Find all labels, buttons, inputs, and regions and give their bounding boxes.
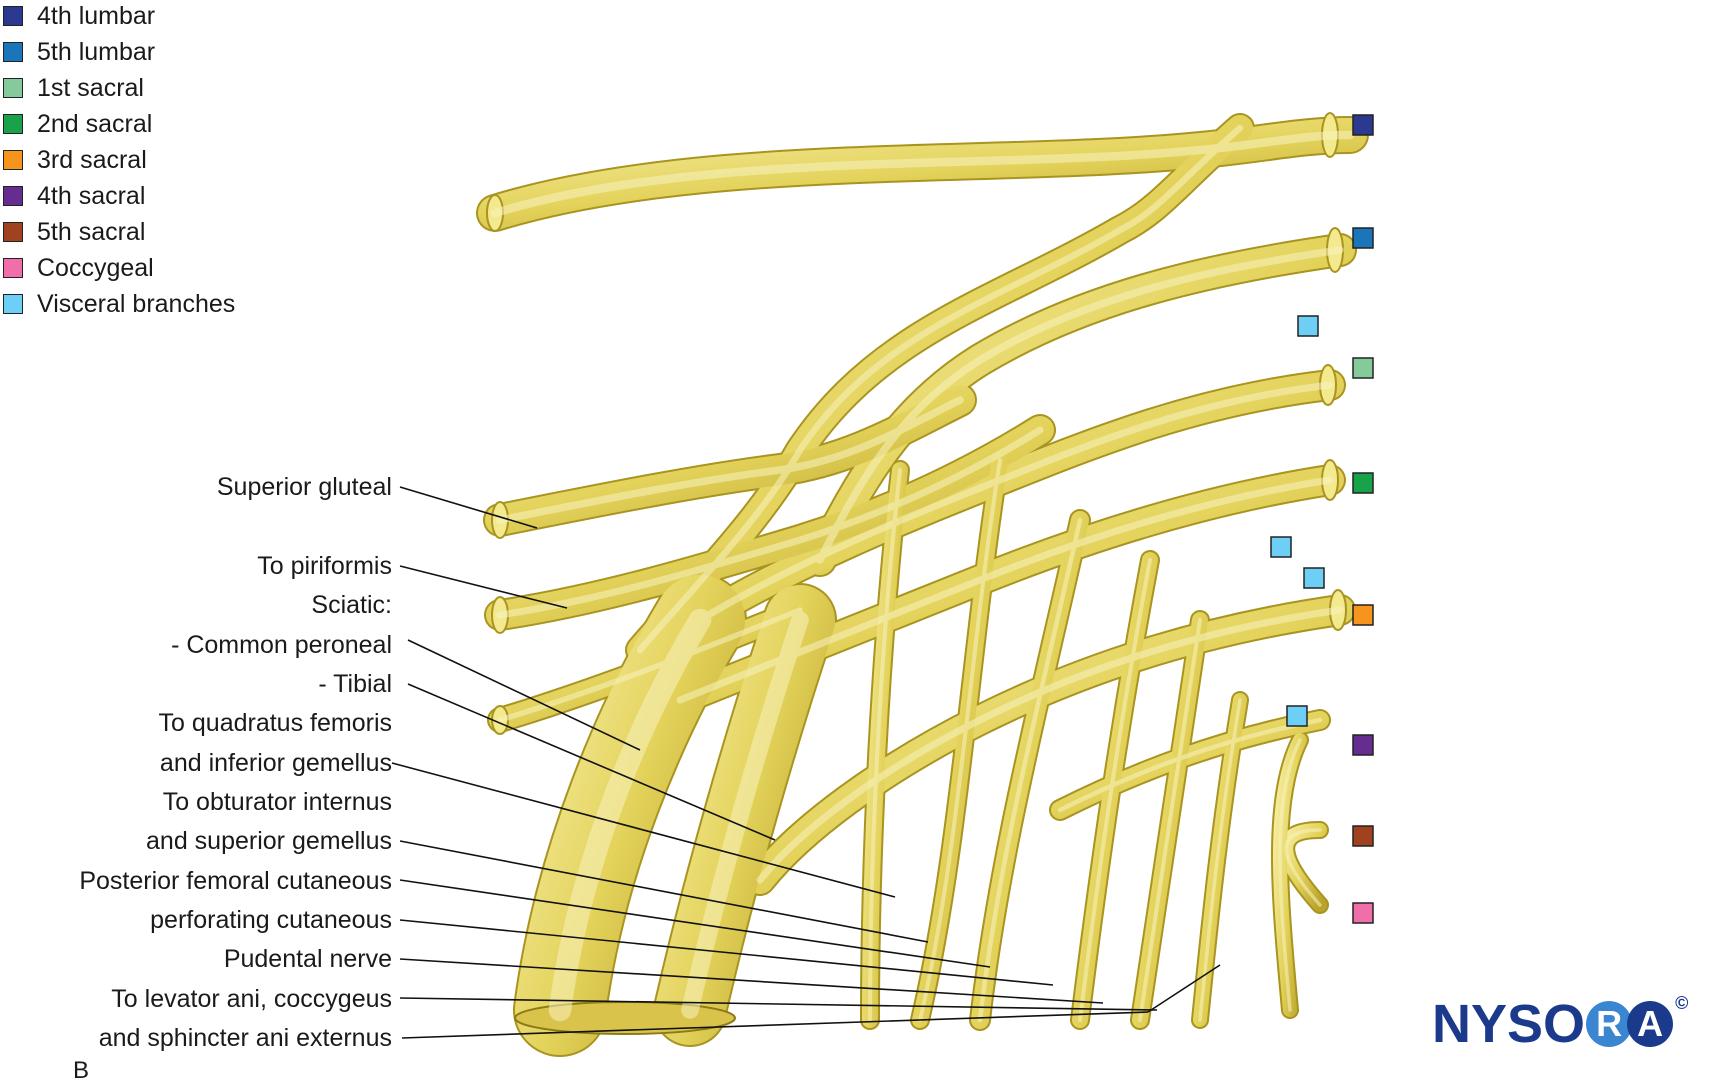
nerve-to-piriformis-highlight xyxy=(496,426,1044,619)
legend-label: 4th sacral xyxy=(37,181,146,210)
logo-text: O xyxy=(1543,994,1586,1054)
label-inferior-gemellus: and inferior gemellus xyxy=(159,749,392,777)
legend-item-4th-sacral: 4th sacral xyxy=(0,178,145,214)
legend-swatch xyxy=(3,294,23,314)
label-tibial: - Tibial xyxy=(318,670,392,698)
root-marker xyxy=(1352,472,1374,494)
leader-line xyxy=(399,958,1104,1004)
root-marker xyxy=(1352,825,1374,847)
nerve-branch-quadratus xyxy=(862,462,908,1028)
root-marker xyxy=(1352,114,1374,136)
leader-line xyxy=(399,840,929,943)
legend-item-5th-sacral: 5th sacral xyxy=(0,214,145,250)
legend-swatch xyxy=(3,222,23,242)
label-superior-gluteal: Superior gluteal xyxy=(216,473,392,501)
leader-line xyxy=(407,639,641,751)
root-marker xyxy=(1303,567,1325,589)
leader-line xyxy=(399,565,568,609)
legend-label: 1st sacral xyxy=(37,73,144,102)
nerve-sacral-4-highlight xyxy=(1057,717,1323,813)
nerve-sciatic-trunk-highlight xyxy=(548,608,712,1022)
root-marker xyxy=(1270,536,1292,558)
sciatic-cut-end xyxy=(514,1001,736,1035)
nerve-sacral-5-highlight xyxy=(1284,828,1322,907)
legend-swatch xyxy=(3,42,23,62)
legend-label: 2nd sacral xyxy=(37,109,153,138)
label-superior-gemellus: and superior gemellus xyxy=(146,827,392,855)
legend-label: 5th lumbar xyxy=(37,37,156,66)
legend-swatch xyxy=(3,150,23,170)
leader-line xyxy=(399,919,1054,986)
leader-line xyxy=(391,762,896,898)
nerve-branch-post-femoral-highlight xyxy=(977,517,1083,1023)
root-marker xyxy=(1297,315,1319,337)
nerve-sacral-1-highlight xyxy=(696,381,1334,624)
leader-line xyxy=(407,683,776,841)
label-posterior-femoral-cutaneous: Posterior femoral cutaneous xyxy=(79,867,392,895)
legend-label: 4th lumbar xyxy=(37,1,156,30)
label-perforating-cutaneous: perforating cutaneous xyxy=(150,906,392,934)
root-marker xyxy=(1286,705,1308,727)
legend-item-4th-lumbar: 4th lumbar xyxy=(0,0,155,34)
nerve-superior-gluteal-highlight xyxy=(496,396,964,524)
legend-item-5th-lumbar: 5th lumbar xyxy=(0,34,155,70)
legend-item-coccygeal: Coccygeal xyxy=(0,250,154,286)
legend-item-2nd-sacral: 2nd sacral xyxy=(0,106,152,142)
legend-item-visceral-branches: Visceral branches xyxy=(0,286,235,322)
legend-swatch xyxy=(3,114,23,134)
figure-letter: B xyxy=(73,1057,90,1084)
logo-text: NYS xyxy=(1432,994,1544,1054)
label-sciatic: Sciatic: xyxy=(311,591,392,619)
nerve-lumbar-4-trunk-highlight xyxy=(490,130,1355,218)
nerve-sciatic-tibial-highlight xyxy=(681,611,809,1019)
root-marker xyxy=(1352,902,1374,924)
label-sphincter-ani-externus: and sphincter ani externus xyxy=(98,1024,392,1052)
legend-label: Visceral branches xyxy=(37,289,236,318)
nerve-inferior-gluteal-highlight xyxy=(497,607,803,723)
logo-r-circle: R xyxy=(1586,1001,1633,1047)
legend-swatch xyxy=(3,6,23,26)
label-pudendal-nerve: Pudental nerve xyxy=(223,945,392,973)
leader-line xyxy=(399,486,538,529)
legend-label: Coccygeal xyxy=(37,253,154,282)
leader-line xyxy=(1147,964,1221,1013)
label-quadratus-femoris: To quadratus femoris xyxy=(158,709,392,737)
root-marker xyxy=(1352,734,1374,756)
legend-label: 5th sacral xyxy=(37,217,146,246)
leader-line xyxy=(401,1011,1149,1039)
root-marker xyxy=(1352,357,1374,379)
legend-item-1st-sacral: 1st sacral xyxy=(0,70,144,106)
nerve-coccygeal-highlight xyxy=(1278,738,1302,1012)
root-marker xyxy=(1352,604,1374,626)
root-marker xyxy=(1352,227,1374,249)
label-obturator-internus: To obturator internus xyxy=(162,788,392,816)
nerve-branch-quadratus-highlight xyxy=(868,468,902,1022)
legend-swatch xyxy=(3,78,23,98)
label-common-peroneal: - Common peroneal xyxy=(171,631,392,659)
legend-label: 3rd sacral xyxy=(37,145,147,174)
legend-item-3rd-sacral: 3rd sacral xyxy=(0,142,147,178)
nerve-branch-levator-highlight xyxy=(1198,698,1242,1022)
nerve-lumbar-5-highlight xyxy=(816,246,1344,564)
nerve-lumbosacral-trunk-highlight xyxy=(636,124,1244,654)
legend-swatch xyxy=(3,258,23,278)
legend-swatch xyxy=(3,186,23,206)
nerve-sacral-3-highlight xyxy=(756,606,1344,884)
logo-copyright: © xyxy=(1675,993,1689,1013)
logo-a-circle: A xyxy=(1627,1001,1674,1047)
nerve-branch-perforating-highlight xyxy=(1078,558,1152,1022)
label-to-piriformis: To piriformis xyxy=(257,552,392,580)
leader-line xyxy=(399,879,991,968)
nerve-branch-obturator-highlight xyxy=(918,458,1002,1022)
label-levator-ani: To levator ani, coccygeus xyxy=(111,985,392,1013)
nerve-branch-pudendal-highlight xyxy=(1138,618,1202,1022)
leader-line xyxy=(399,997,1158,1011)
